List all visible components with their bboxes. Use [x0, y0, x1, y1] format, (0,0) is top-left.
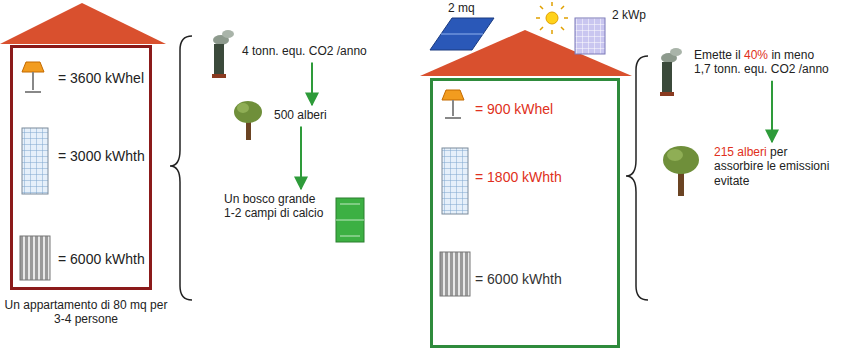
node-text: = 3000 kWhth — [58, 148, 145, 165]
field-icon — [336, 204, 364, 236]
solar-thermal-panel — [430, 18, 494, 50]
sun-symbol — [536, 2, 568, 34]
chimney-icon — [660, 48, 682, 96]
sun-symbol — [536, 2, 568, 34]
roof — [0, 3, 166, 44]
lamp-icon — [445, 100, 461, 118]
emission-note: Emette il 40% in meno1,7 tonn. equ. CO2 … — [692, 46, 864, 79]
radiator-icon — [440, 252, 470, 296]
node-text: 4 tonn. equ. CO2 /anno — [242, 44, 388, 58]
water-heater-icon — [442, 148, 468, 214]
sun-symbol — [546, 12, 558, 24]
field-icon — [336, 198, 364, 242]
tree-icon — [237, 103, 249, 113]
flow-arrow — [300, 126, 302, 189]
lamp-icon — [22, 62, 44, 72]
lamp-icon — [25, 72, 41, 92]
field-icon — [336, 198, 364, 242]
chimney-icon — [214, 44, 224, 76]
emission-note: 4 tonn. equ. CO2 /anno — [240, 42, 390, 60]
node-text: = 3600 kWhel — [58, 70, 144, 87]
node-text: = 6000 kWhth — [58, 251, 145, 268]
lamp-icon — [442, 90, 464, 100]
node-text: Un appartamento di 80 mq per 3-4 persone — [1, 298, 171, 327]
solar-thermal-panel — [430, 18, 494, 50]
node-text: = 6000 kWhth — [475, 271, 562, 288]
radiator-icon — [20, 236, 50, 280]
curly-bracket — [626, 56, 648, 300]
tree-icon — [667, 149, 683, 161]
node-text: Un bosco grande 1-2 campi di calcio — [224, 192, 328, 221]
tree-icon — [663, 146, 699, 174]
node-text: = 1800 kWhth — [475, 169, 562, 186]
dimension-label: 2 mq — [448, 1, 475, 15]
node-text: = 900 kWhel — [475, 101, 553, 118]
water-heater-icon — [22, 128, 48, 194]
chimney-icon — [662, 62, 672, 94]
flow-arrow — [311, 62, 313, 105]
tree-note: 500 alberi — [272, 106, 352, 124]
forest-note: Un bosco grande 1-2 campi di calcio — [222, 190, 330, 223]
node-text: 500 alberi — [274, 108, 350, 122]
photovoltaic-panel — [575, 18, 605, 54]
radiator-icon — [440, 252, 470, 296]
chimney-icon — [670, 48, 682, 56]
tree-icon — [234, 101, 262, 140]
photovoltaic-panel — [575, 18, 605, 54]
dimension-label: 2 kWp — [612, 8, 646, 22]
curly-bracket — [170, 36, 192, 300]
radiator-icon — [20, 236, 50, 280]
roof — [0, 3, 166, 44]
chimney-icon — [660, 92, 674, 96]
node-text: Emette il 40% in meno — [694, 48, 862, 62]
water-heater-icon — [22, 128, 48, 194]
lamp-icon — [22, 62, 44, 92]
tree-icon — [234, 101, 262, 123]
lamp-icon — [442, 90, 464, 118]
chimney-icon — [212, 30, 234, 78]
consumption-box: = 900 kWhel = 1800 kWhth = 6000 kWhth — [430, 78, 620, 348]
tree-icon — [663, 146, 699, 196]
water-heater-icon — [442, 148, 468, 214]
tree-note: 215 alberi per assorbire le emissioni ev… — [712, 143, 832, 190]
chimney-icon — [212, 74, 226, 78]
flow-arrow — [771, 81, 773, 142]
consumption-box: = 3600 kWhel= 3000 kWhth= 6000 kWhthUn a… — [10, 45, 152, 290]
solar-thermal-panel — [441, 34, 483, 35]
node-text: 215 alberi per assorbire le emissioni ev… — [714, 145, 830, 188]
chimney-icon — [222, 30, 234, 38]
curly-bracket — [626, 56, 648, 300]
curly-bracket — [170, 36, 192, 300]
node-text: 1,7 tonn. equ. CO2 /anno — [694, 62, 862, 76]
